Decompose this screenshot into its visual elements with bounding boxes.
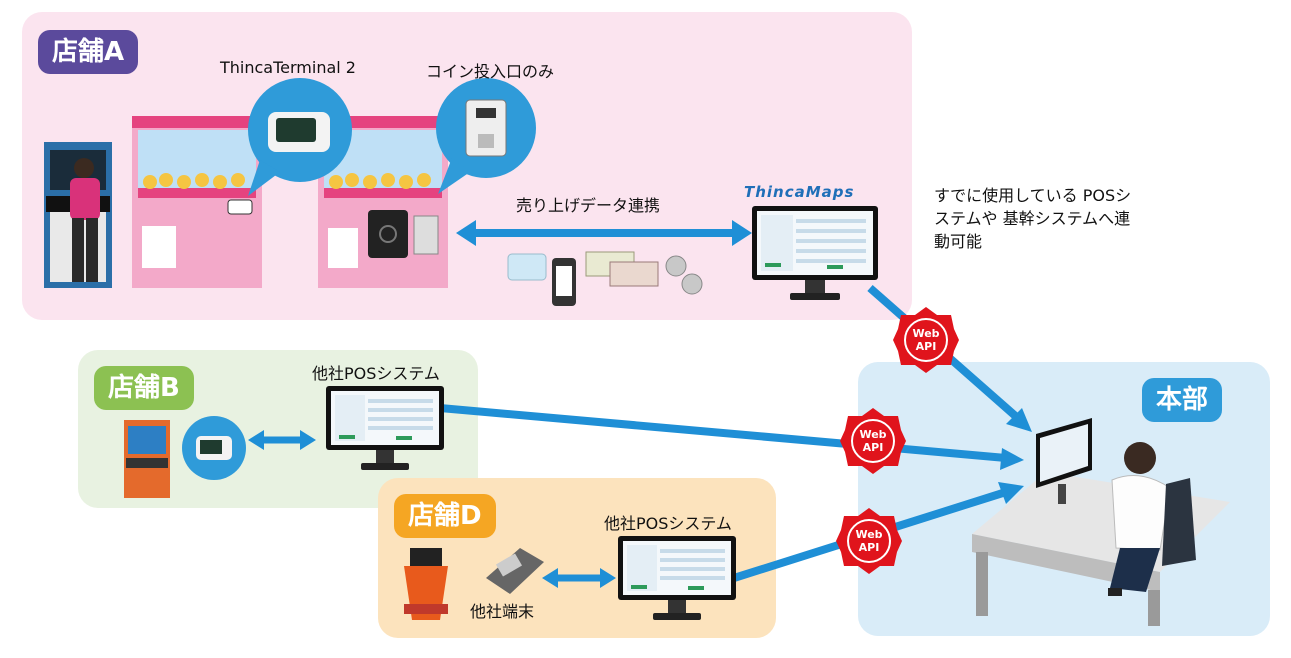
sales-link-label: 売り上げデータ連携 [516,196,661,215]
webapi-line2: API [862,441,884,454]
gear-badge-icon [836,508,902,574]
player-icon [70,158,100,282]
gear-badge-icon [840,408,906,474]
smartphone-icon [552,258,576,306]
thincamaps-monitor-icon [752,206,878,302]
webapi-label: Web API [891,327,961,353]
double-arrow-icon [456,220,752,246]
banknote-icon [585,251,659,287]
store-b-title: 店舗B [94,366,194,410]
webapi-badge-a: Web API [891,305,961,375]
arcade-cabinet-icon [124,420,170,498]
thincamaps-logo: ThincaMaps [744,183,855,201]
store-d-pos-monitor-icon [618,536,736,622]
hq-monitor-icon [1036,418,1092,504]
claw-machine-icon [132,116,262,288]
store-d-pos-label: 他社POSシステム [604,514,732,533]
webapi-label: Web API [838,428,908,454]
payment-terminal-icon [248,78,352,196]
store-a-title: 店舗A [38,30,139,74]
terminal-label: ThincaTerminal 2 [220,58,356,77]
hq-title: 本部 [1142,378,1223,422]
webapi-badge-b: Web API [838,406,908,476]
webapi-line1: Web [912,327,940,340]
webapi-line1: Web [859,428,887,441]
webapi-badge-d: Web API [834,506,904,576]
store-d-title: 店舗D [394,494,496,538]
webapi-line1: Web [855,528,883,541]
payment-terminal-icon [486,548,544,594]
coin-slot-icon [436,78,536,194]
coin-icon [665,255,703,295]
pos-integration-note: すでに使用している POSシステムや 基幹システムへ連動可能 [934,186,1132,251]
store-b-pos-monitor-icon [326,386,444,472]
webapi-label: Web API [834,528,904,554]
office-worker-icon [1108,442,1196,596]
double-arrow-icon [248,430,316,450]
gear-badge-icon [893,307,959,373]
coin-slot-label: コイン投入口のみ [426,62,555,81]
payment-terminal-icon [182,416,246,480]
store-b-pos-label: 他社POSシステム [312,364,440,383]
arrow-b-to-hq [439,404,1024,470]
ic-card-icon [507,253,547,281]
webapi-line2: API [915,340,937,353]
store-d-terminal-label: 他社端末 [470,602,535,621]
arcade-cabinet-icon [404,548,448,620]
double-arrow-icon [542,568,616,588]
webapi-line2: API [858,541,880,554]
